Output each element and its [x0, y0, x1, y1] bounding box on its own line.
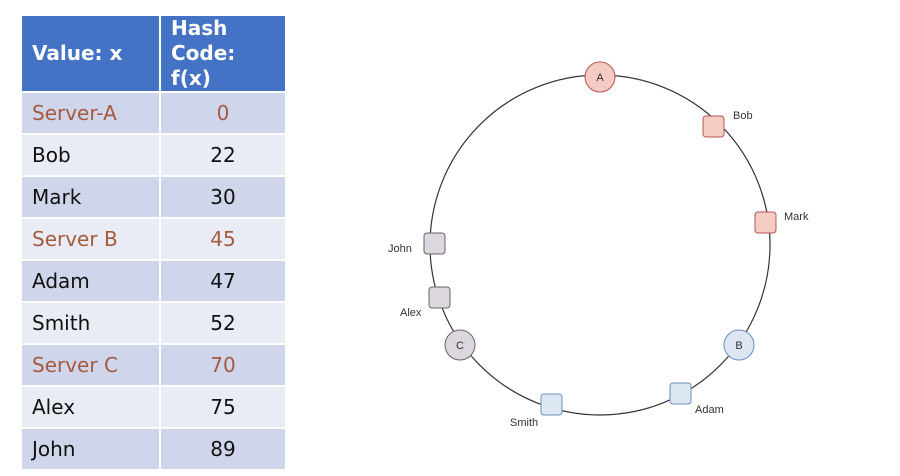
key-node-smith: Smith — [510, 393, 563, 429]
server-node-c: C — [444, 329, 476, 361]
key-node-square — [669, 382, 692, 405]
header-hash-code: Hash Code: f(x) — [160, 16, 285, 93]
key-node-john: John — [388, 232, 446, 255]
row-hash-code: 52 — [160, 302, 285, 345]
row-hash-code: 30 — [160, 176, 285, 219]
server-node-label: C — [456, 340, 464, 352]
key-node-label: Bob — [733, 110, 753, 122]
header-value: Value: x — [22, 16, 161, 93]
key-node-bob: Bob — [702, 110, 753, 138]
key-node-square — [702, 115, 725, 138]
row-hash-code: 89 — [160, 428, 285, 471]
row-value: Server B — [22, 218, 161, 261]
row-value: Adam — [22, 260, 161, 303]
row-hash-code: 0 — [160, 92, 285, 135]
row-value: Server-A — [22, 92, 161, 135]
key-node-adam: Adam — [669, 382, 724, 416]
row-hash-code: 47 — [160, 260, 285, 303]
row-hash-code: 45 — [160, 218, 285, 261]
server-node-label: A — [596, 72, 604, 84]
key-node-mark: Mark — [754, 211, 809, 234]
key-node-label: Mark — [784, 211, 809, 223]
row-value: Mark — [22, 176, 161, 219]
row-hash-code: 70 — [160, 344, 285, 387]
row-value: Smith — [22, 302, 161, 345]
row-hash-code: 22 — [160, 134, 285, 177]
server-node-a: A — [584, 61, 616, 93]
key-node-square — [754, 211, 777, 234]
row-value: John — [22, 428, 161, 471]
key-node-label: Alex — [400, 307, 422, 319]
key-node-square — [428, 286, 451, 309]
key-node-label: Adam — [695, 404, 724, 416]
key-node-square — [423, 232, 446, 255]
key-node-square — [540, 393, 563, 416]
row-value: Bob — [22, 134, 161, 177]
server-node-circle — [584, 61, 616, 93]
server-node-circle — [444, 329, 476, 361]
server-node-circle — [723, 329, 755, 361]
server-node-b: B — [723, 329, 755, 361]
key-node-label: Smith — [510, 417, 538, 429]
row-value: Server C — [22, 344, 161, 387]
key-node-label: John — [388, 243, 412, 255]
table-header-row: Value: x Hash Code: f(x) — [22, 16, 285, 93]
key-node-alex: Alex — [400, 286, 451, 319]
server-node-label: B — [735, 340, 742, 352]
row-value: Alex — [22, 386, 161, 429]
row-hash-code: 75 — [160, 386, 285, 429]
